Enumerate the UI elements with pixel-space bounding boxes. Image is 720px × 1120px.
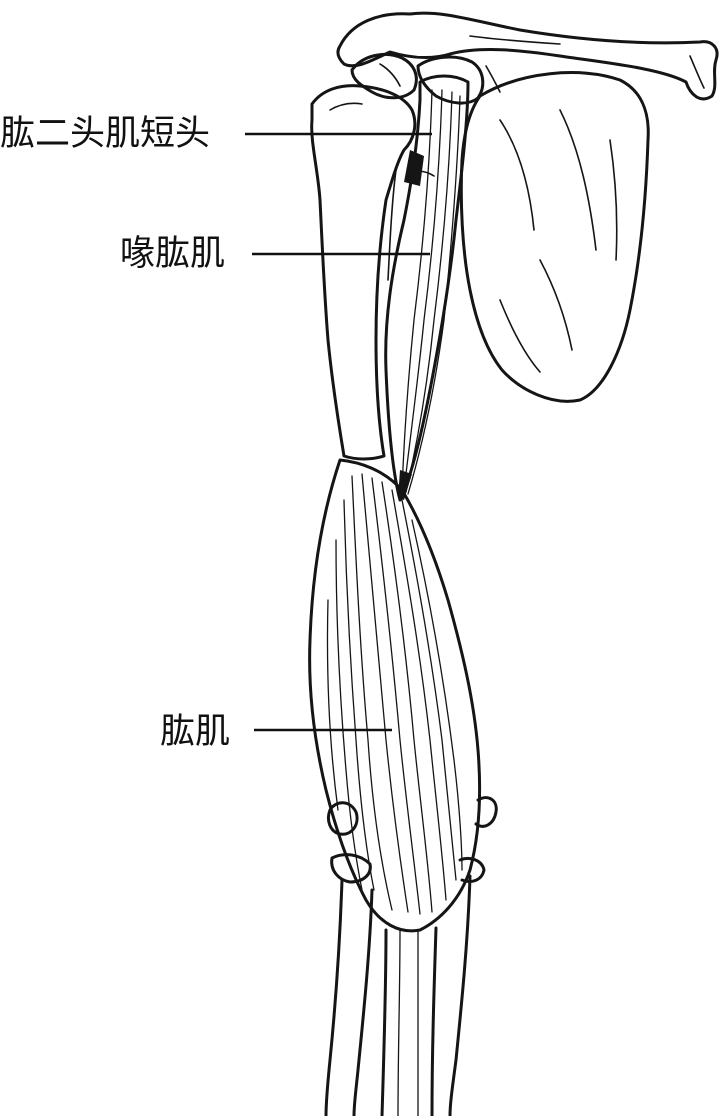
label-coracobrachialis: 喙肱肌 <box>120 234 226 274</box>
brachialis-muscle <box>308 458 482 933</box>
leader-lines <box>245 132 432 732</box>
clavicle <box>336 11 719 101</box>
label-biceps-short-head: 肱二头肌短头 <box>0 114 211 154</box>
forearm <box>324 874 472 1118</box>
biceps-coracobrachialis-band <box>384 74 470 502</box>
humerus <box>310 84 417 461</box>
scapula <box>459 71 650 403</box>
label-brachialis: 肱肌 <box>160 712 231 752</box>
